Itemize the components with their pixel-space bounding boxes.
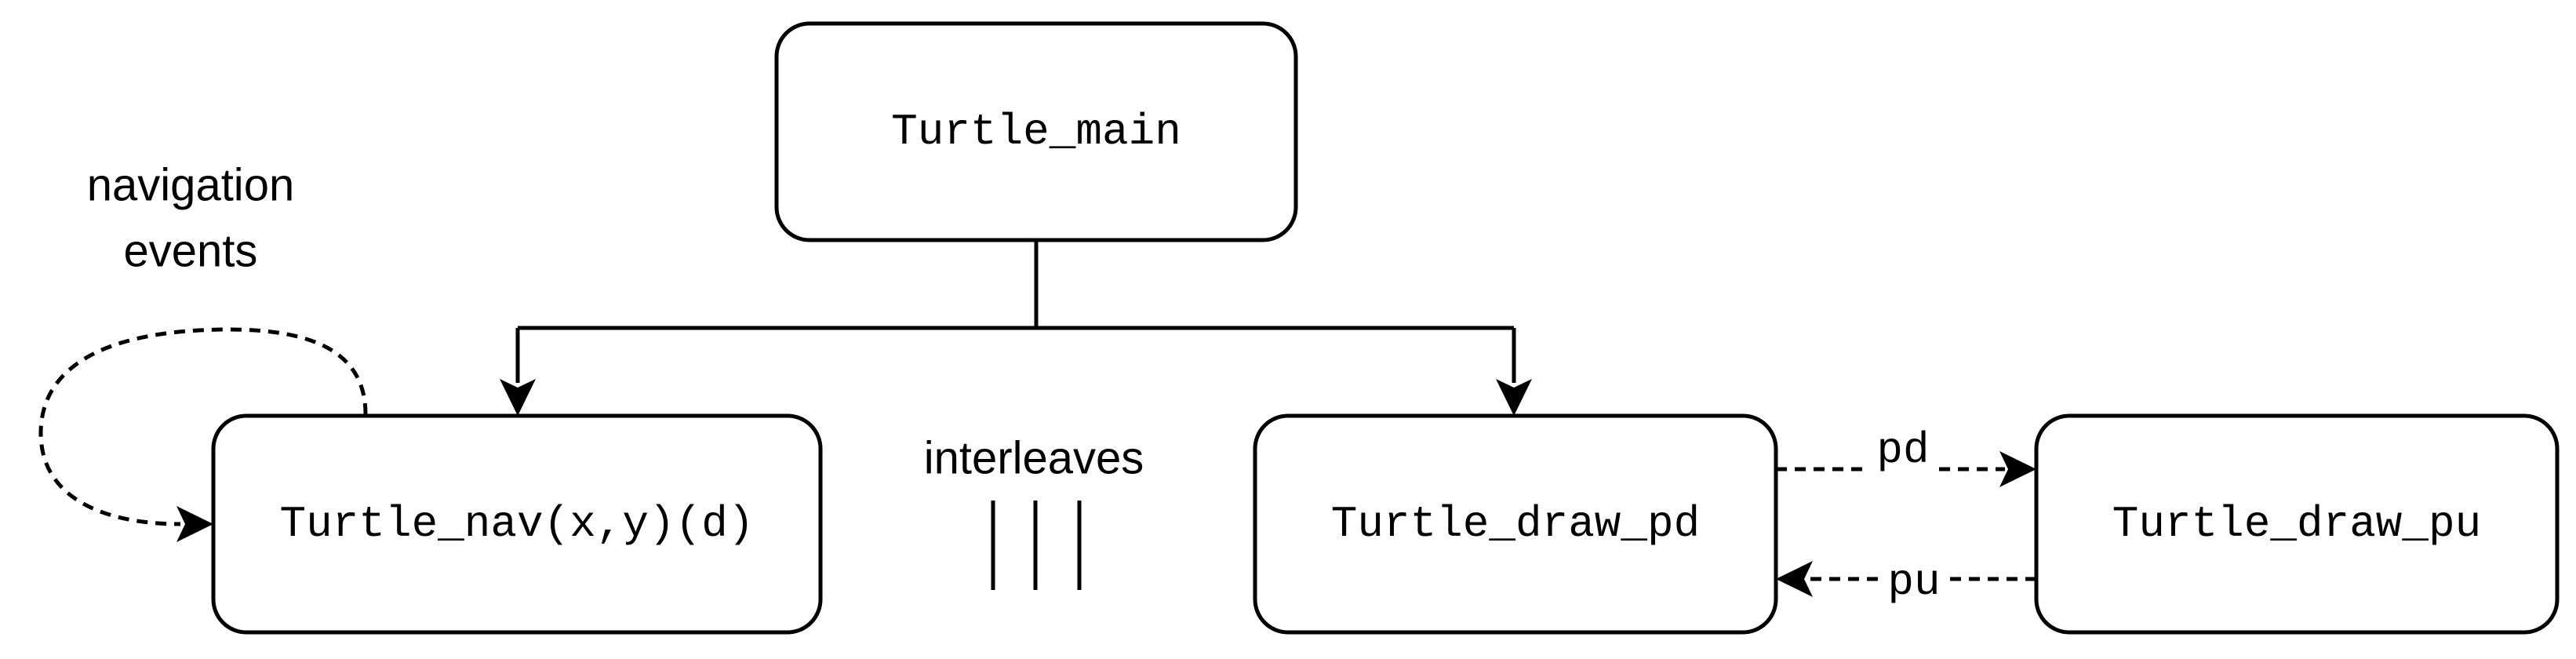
interleave-bars (991, 501, 1082, 590)
node-turtle-nav-label: Turtle_nav(x,y)(d) (280, 499, 755, 549)
node-turtle-main-label: Turtle_main (891, 107, 1181, 157)
edge-main-to-children (500, 240, 1532, 416)
arrowhead-to-draw-pd (1496, 379, 1532, 416)
edge-navigation-self-loop (38, 327, 368, 542)
edge-pu: pu (1776, 557, 2036, 607)
edge-pd: pd (1776, 425, 2036, 487)
node-turtle-draw-pu-label: Turtle_draw_pu (2112, 499, 2481, 549)
arrowhead-pu (1776, 561, 1813, 597)
annotation-navigation: navigation (87, 159, 294, 210)
node-turtle-draw-pd: Turtle_draw_pd (1253, 413, 1778, 635)
edge-pu-label: pu (1887, 557, 1940, 607)
annotation-events: events (124, 225, 258, 276)
arrowhead-self-loop (176, 506, 213, 542)
annotation-interleaves: interleaves (924, 432, 1144, 483)
arrowhead-to-nav (500, 379, 536, 416)
node-turtle-draw-pd-label: Turtle_draw_pd (1331, 499, 1700, 549)
arrowhead-pd (1999, 451, 2036, 487)
edge-pd-label: pd (1876, 425, 1929, 475)
node-turtle-draw-pu: Turtle_draw_pu (2034, 413, 2560, 635)
node-turtle-nav: Turtle_nav(x,y)(d) (211, 413, 823, 635)
node-turtle-main: Turtle_main (774, 21, 1298, 242)
